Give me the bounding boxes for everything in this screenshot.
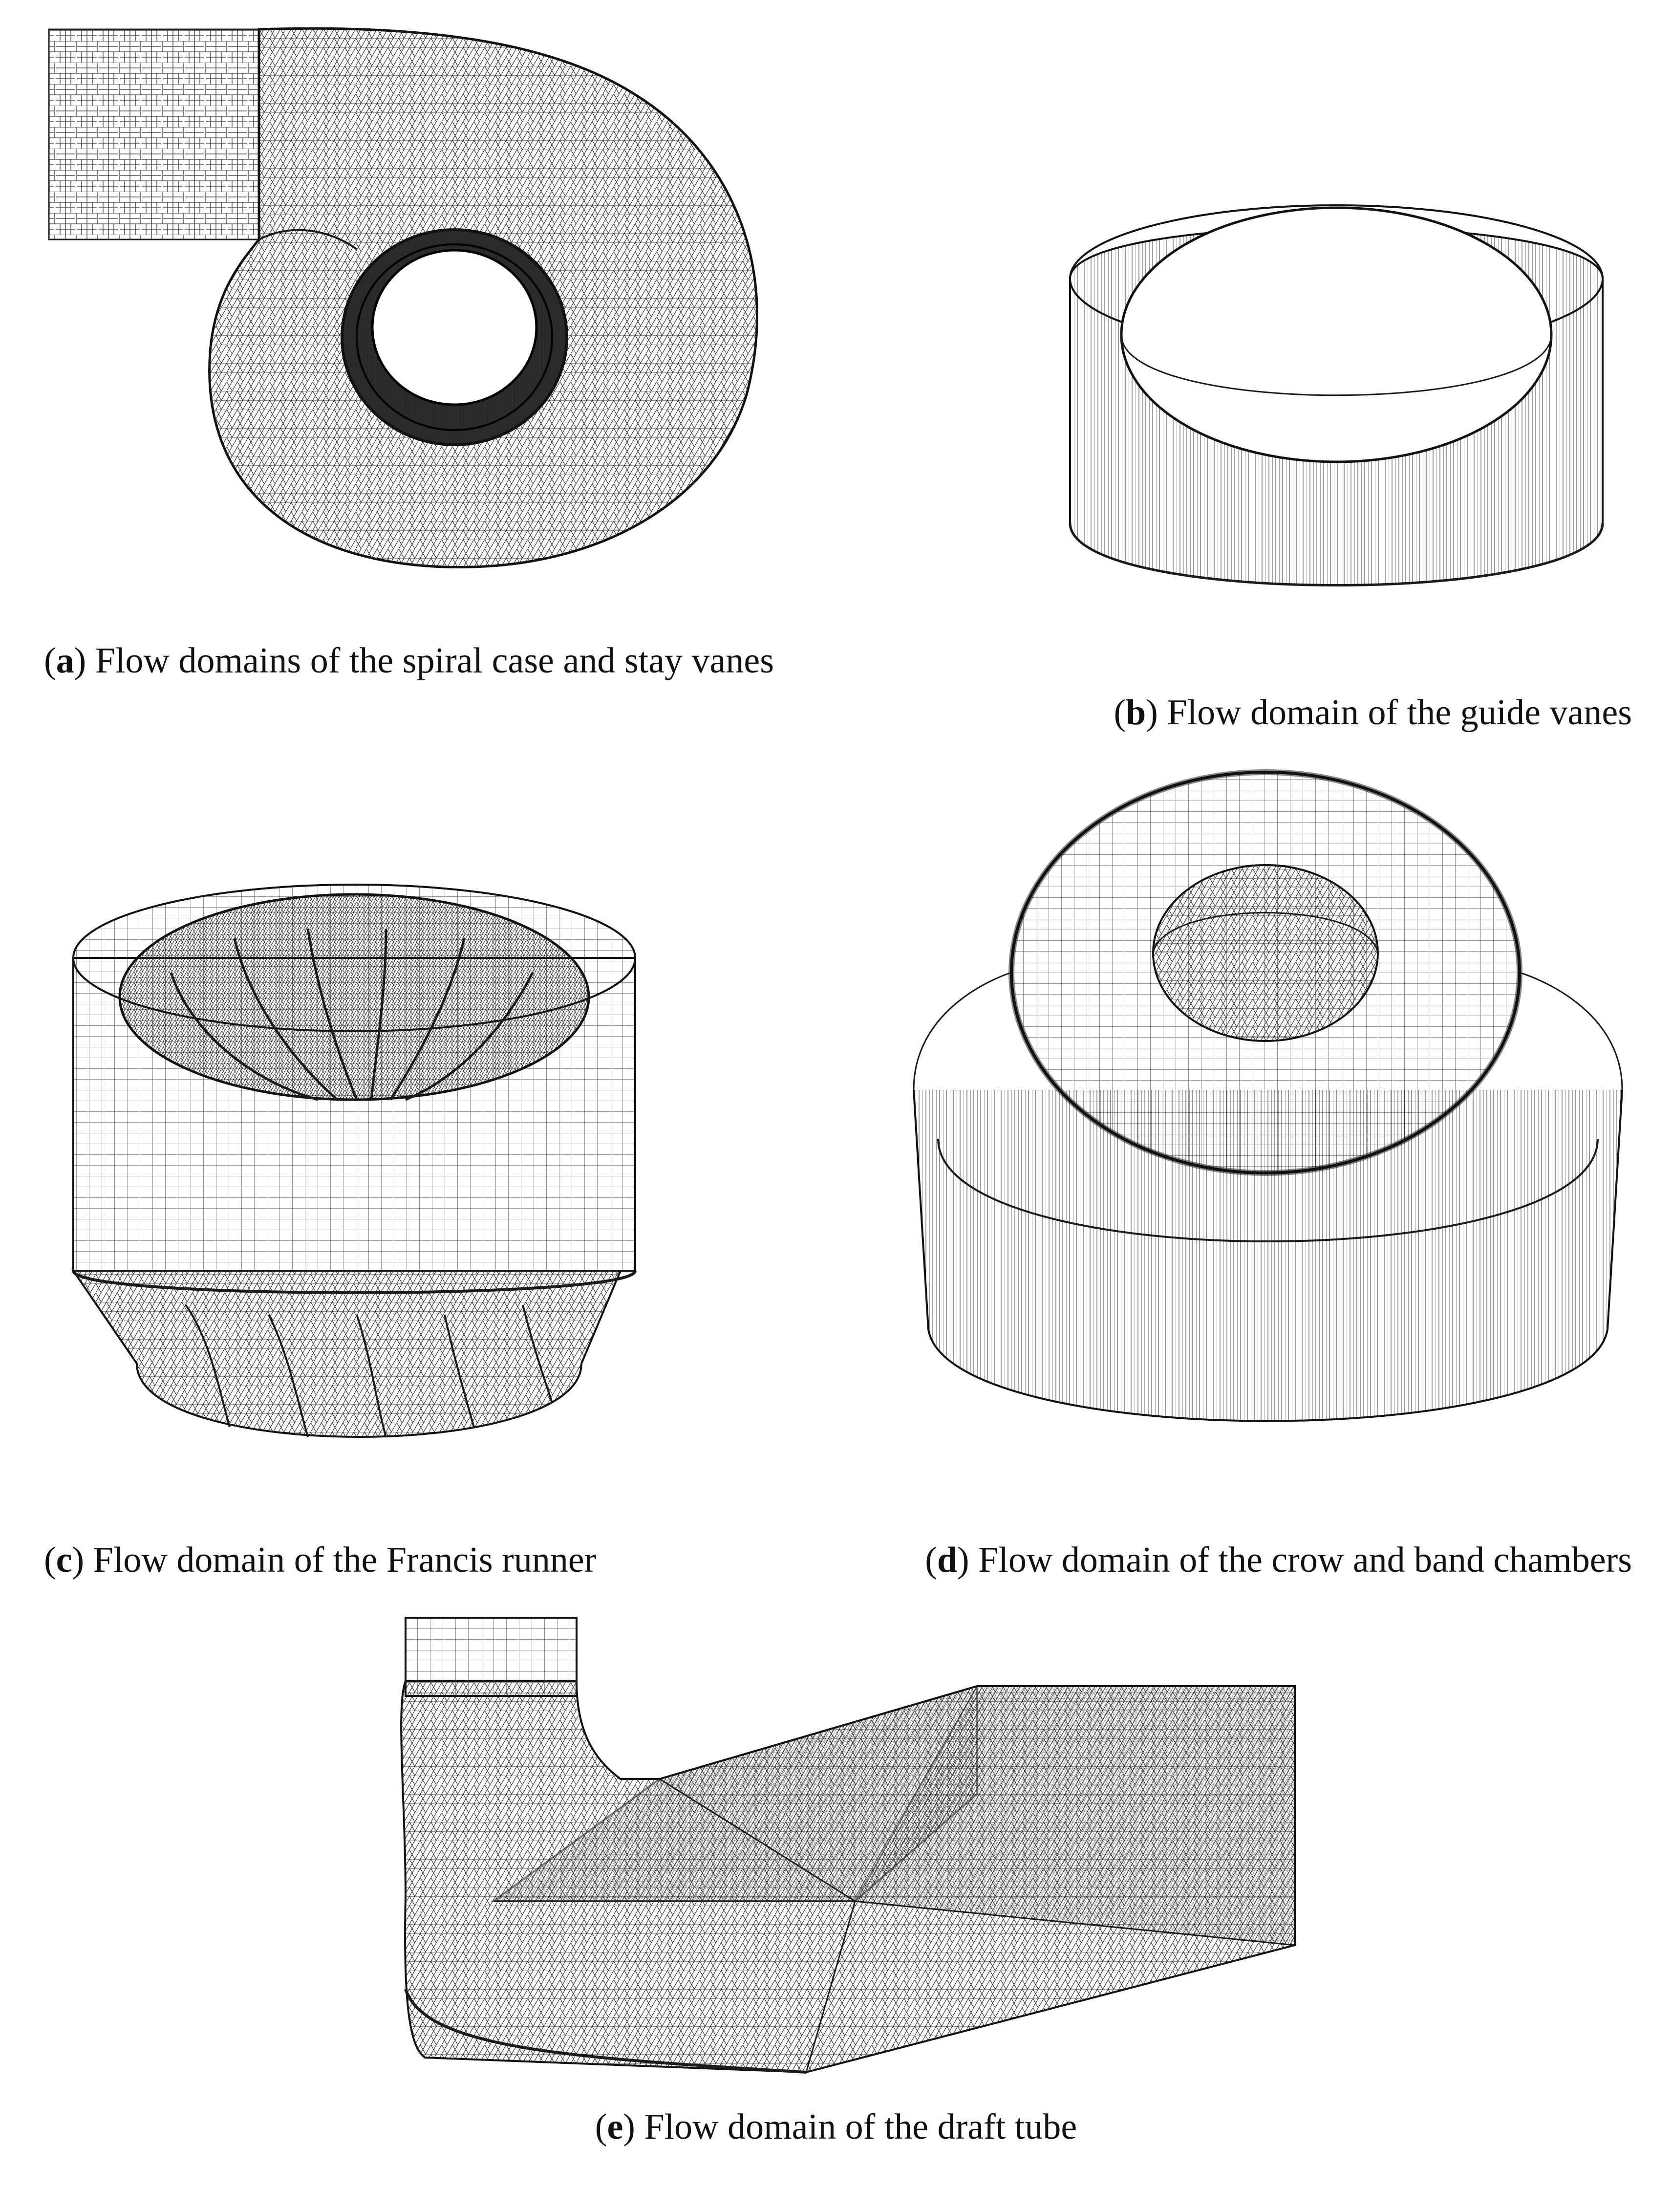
- francis-runner-mesh-image: [71, 884, 637, 1438]
- panel-c-caption-text: Flow domain of the Francis runner: [93, 1540, 597, 1580]
- panel-a-figure: [44, 20, 816, 596]
- panel-e-caption: (e) Flow domain of the draft tube: [595, 2107, 1077, 2147]
- guide-vanes-mesh-image: [1069, 204, 1604, 586]
- panel-e-figure: [366, 1617, 1344, 2074]
- panel-a-caption-text: Flow domains of the spiral case and stay…: [95, 641, 774, 681]
- panel-d-caption: (d) Flow domain of the crow and band cha…: [925, 1540, 1632, 1580]
- panel-e-caption-text: Flow domain of the draft tube: [644, 2107, 1077, 2147]
- crown-band-chambers-mesh-image: [913, 769, 1623, 1422]
- panel-c-figure: [64, 875, 699, 1476]
- draft-tube-mesh-image: [400, 1617, 1296, 2074]
- spiral-case-mesh-image: [48, 27, 758, 568]
- panel-b-caption-text: Flow domain of the guide vanes: [1167, 693, 1632, 733]
- panel-b-figure: [1060, 171, 1612, 660]
- panel-a-letter: a: [56, 641, 74, 681]
- panel-b-letter: b: [1126, 693, 1146, 733]
- panel-a-caption: (a) Flow domains of the spiral case and …: [44, 641, 774, 681]
- panel-d-letter: d: [937, 1540, 958, 1580]
- panel-d-caption-text: Flow domain of the crow and band chamber…: [978, 1540, 1632, 1580]
- panel-c-caption: (c) Flow domain of the Francis runner: [44, 1540, 597, 1580]
- panel-d-figure: [909, 758, 1627, 1486]
- panel-e-letter: e: [607, 2107, 623, 2147]
- panel-c-letter: c: [56, 1540, 72, 1580]
- panel-b-caption: (b) Flow domain of the guide vanes: [1114, 693, 1632, 733]
